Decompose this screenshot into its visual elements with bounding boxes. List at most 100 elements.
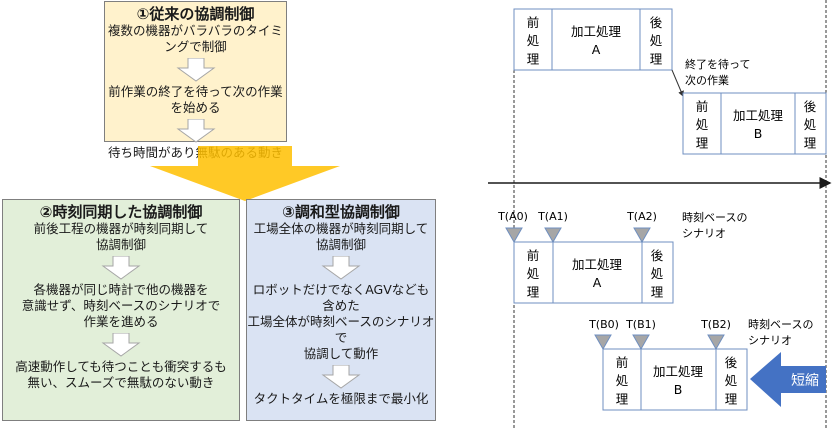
pre-process-box <box>682 92 722 155</box>
text-line: シナリオ <box>748 334 792 347</box>
wait-connector-arrow <box>671 69 684 97</box>
text-line: 加工処理 <box>571 24 622 39</box>
text-line: 処 <box>527 33 540 48</box>
marker-label: T(A1) <box>537 210 568 223</box>
post-process-box <box>641 241 674 304</box>
step-text: ロボットだけでなくAGVなども含めた 工場全体が時刻ベースのシナリオで 協調して… <box>247 282 435 361</box>
down-arrow-icon <box>101 333 141 357</box>
text-line: 前 <box>527 248 540 263</box>
text-line: 理 <box>527 284 540 299</box>
text-line: 加工処理 <box>572 257 623 272</box>
scenario-note: 時刻ベースのシナリオ <box>682 210 747 240</box>
text-line: シナリオ <box>682 227 726 240</box>
panel-title: ③調和型協調制御 <box>282 203 400 221</box>
text-line: 後 <box>650 15 663 30</box>
text-line: 加工処理 <box>653 364 704 379</box>
step-text: 各機器が同じ時計で他の機器を 意識せず、時刻ベースのシナリオで 作業を進める <box>21 282 221 329</box>
time-marker-icon <box>632 334 650 351</box>
text-line: A <box>593 275 602 290</box>
wait-note: 終了を待って次の作業 <box>685 57 750 87</box>
panel-title: ②時刻同期した協調制御 <box>39 203 203 221</box>
transition-arrow-icon <box>150 146 340 201</box>
text-line: 加工処理 <box>733 108 784 123</box>
scenario-note: 時刻ベースのシナリオ <box>748 317 813 347</box>
down-arrow-icon <box>175 58 216 82</box>
text-line: B <box>754 126 763 141</box>
marker-label: T(A2) <box>626 210 657 223</box>
post-process-box <box>639 8 673 71</box>
step-text: 複数の機器がバラバラのタイミングで制御 <box>108 23 283 54</box>
post-label: 後処理 <box>725 355 738 406</box>
panel-conventional-control: ①従来の協調制御 複数の機器がバラバラのタイミングで制御 前作業の終了を待って次… <box>104 1 287 160</box>
text-line: 理 <box>527 51 540 66</box>
panel-harmonized-control: ③調和型協調制御 工場全体の機器が時刻同期して 協調制御 ロボットだけでなくAG… <box>246 199 436 421</box>
step-text: タクトタイムを極限まで最小化 <box>253 391 429 406</box>
shorten-label: 短縮 <box>791 373 819 389</box>
post-label: 後処理 <box>650 15 663 66</box>
text-line: 理 <box>696 135 709 150</box>
step-text: 前後工程の機器が時刻同期して 協調制御 <box>33 221 209 252</box>
main-process-box <box>551 8 641 71</box>
step-text: 高速動作しても待つことも衝突するも 無い、スムーズで無駄のない動き <box>15 359 227 390</box>
time-marker-icon <box>707 334 725 351</box>
text-line: 前 <box>616 355 629 370</box>
text-line: 処 <box>616 373 629 388</box>
time-marker-icon <box>505 227 523 244</box>
text-line: 終了を待って <box>685 57 750 71</box>
down-arrow-icon <box>321 256 361 280</box>
text-line: 前 <box>696 99 709 114</box>
text-line: 時刻ベースの <box>748 317 813 331</box>
text-line: 理 <box>650 51 663 66</box>
post-label: 後処理 <box>651 248 664 299</box>
pre-label: 前処理 <box>527 15 540 66</box>
main-label: 加工処理 A <box>571 24 622 57</box>
marker-label: T(B0) <box>588 318 619 331</box>
pre-process-box <box>513 241 554 304</box>
text-line: 時刻ベースの <box>682 210 747 224</box>
down-arrow-icon <box>101 256 141 280</box>
marker-label: T(B1) <box>625 318 656 331</box>
post-process-box <box>794 92 827 155</box>
post-label: 後処理 <box>804 99 817 150</box>
text-line: 理 <box>725 391 738 406</box>
pre-process-box <box>513 8 553 71</box>
text-line: 後 <box>725 355 738 370</box>
text-line: 後 <box>804 99 817 114</box>
shorten-arrow-icon <box>750 352 826 407</box>
main-process-box <box>640 348 717 411</box>
panel-time-sync-control: ②時刻同期した協調制御 前後工程の機器が時刻同期して 協調制御 各機器が同じ時計… <box>2 199 240 421</box>
main-label: 加工処理 A <box>572 257 623 290</box>
pre-process-box <box>602 348 642 411</box>
text-line: 次の作業 <box>685 73 729 87</box>
text-line: A <box>592 42 601 57</box>
marker-label: T(A0) <box>497 210 528 223</box>
pre-label: 前処理 <box>616 355 629 406</box>
time-marker-icon <box>544 227 562 244</box>
pre-label: 前処理 <box>527 248 540 299</box>
text-line: 処 <box>651 266 664 281</box>
main-label: 加工処理 B <box>733 108 784 141</box>
pre-label: 前処理 <box>696 99 709 150</box>
main-process-box <box>720 92 796 155</box>
down-arrow-icon <box>175 119 216 143</box>
panel-title: ①従来の協調制御 <box>136 5 255 23</box>
text-line: 理 <box>651 284 664 299</box>
text-line: 処 <box>696 117 709 132</box>
down-arrow-icon <box>321 365 361 389</box>
time-marker-icon <box>594 334 612 351</box>
text-line: 処 <box>650 33 663 48</box>
text-line: 処 <box>725 373 738 388</box>
text-line: 前 <box>527 15 540 30</box>
step-text: 工場全体の機器が時刻同期して 協調制御 <box>253 221 429 252</box>
text-line: 後 <box>651 248 664 263</box>
text-line: 処 <box>527 266 540 281</box>
text-line: 理 <box>616 391 629 406</box>
text-line: 理 <box>804 135 817 150</box>
time-marker-icon <box>633 227 651 244</box>
